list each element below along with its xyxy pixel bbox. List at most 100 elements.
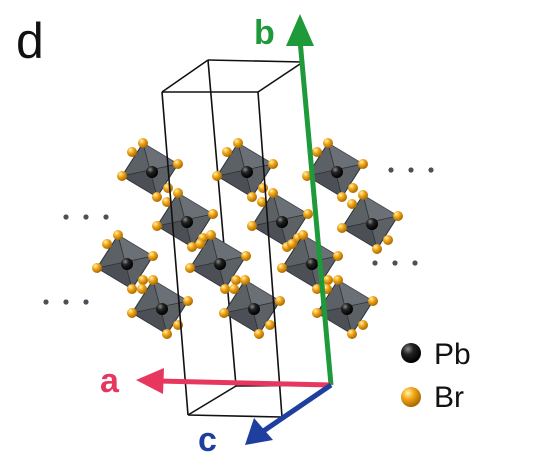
unit-cell-edge — [161, 91, 189, 416]
br-atom — [113, 230, 123, 240]
octahedron-face — [363, 195, 398, 222]
br-atom — [298, 230, 308, 240]
octahedron-face — [245, 280, 280, 307]
pb-atom — [156, 303, 168, 315]
octahedron — [92, 230, 158, 294]
br-atom — [241, 251, 251, 261]
br-atom — [233, 138, 243, 148]
octahedron-face — [224, 307, 259, 334]
pb-atom — [341, 303, 353, 315]
octahedron-face — [118, 235, 153, 262]
br-atom — [258, 183, 268, 193]
br-atom — [148, 251, 158, 261]
br-atom — [312, 284, 322, 294]
br-atom — [323, 275, 333, 285]
br-atom — [275, 296, 285, 306]
octahedron — [152, 188, 218, 252]
br-atom — [148, 275, 158, 285]
br-atom — [277, 263, 287, 273]
octahedron-face — [252, 220, 287, 247]
octahedron — [219, 275, 285, 339]
br-atom — [347, 329, 357, 339]
unit-cell-edge — [257, 91, 283, 418]
br-atom — [337, 192, 347, 202]
octahedron-face — [338, 280, 373, 307]
octahedron-face — [273, 193, 308, 220]
unit-cell-edge — [187, 414, 283, 418]
unit-cell-edge — [207, 59, 237, 387]
c-axis-label: c — [198, 421, 217, 459]
br-atom — [372, 244, 382, 254]
br-atom — [208, 209, 218, 219]
br-atom — [127, 284, 137, 294]
b-axis-arrow — [286, 14, 334, 386]
ellipsis-dot — [412, 260, 418, 266]
unit-cell-edge — [187, 385, 237, 416]
pb-atom — [121, 258, 133, 270]
a-axis-label: a — [100, 362, 120, 400]
ellipsis-dot — [63, 299, 69, 305]
br-atom — [254, 329, 264, 339]
ellipsis-dot — [388, 167, 394, 173]
br-atom — [163, 183, 173, 193]
br-atom — [247, 192, 257, 202]
pb-atom — [331, 166, 343, 178]
br-atom — [206, 230, 216, 240]
pb-atom — [214, 258, 226, 270]
br-atom — [185, 263, 195, 273]
octahedron-face — [178, 193, 213, 220]
br-atom — [303, 209, 313, 219]
br-atom — [229, 284, 239, 294]
pb-atom — [181, 216, 193, 228]
octahedron — [302, 138, 368, 202]
br-atom — [312, 308, 322, 318]
br-atom — [393, 211, 403, 221]
octahedron — [337, 190, 403, 254]
ellipsis-dot — [83, 299, 89, 305]
br-atom — [368, 296, 378, 306]
b-axis-label: b — [254, 14, 275, 52]
unit-cell-edge — [257, 61, 304, 93]
br-atom — [152, 221, 162, 231]
br-atom — [358, 159, 368, 169]
br-atom — [138, 138, 148, 148]
black-sphere-icon — [401, 343, 421, 363]
br-atom — [240, 275, 250, 285]
ellipsis-dot — [63, 214, 69, 220]
br-atom — [333, 275, 343, 285]
br-atom — [347, 199, 357, 209]
br-atom — [287, 239, 297, 249]
br-atom — [358, 190, 368, 200]
br-atom — [152, 192, 162, 202]
octahedron — [277, 230, 343, 294]
unit-cell-edge — [207, 59, 304, 63]
ellipsis-dot — [408, 167, 414, 173]
octahedron-face — [211, 235, 246, 262]
octahedron — [127, 275, 193, 339]
octahedron-face — [282, 262, 317, 289]
octahedron — [212, 138, 278, 202]
br-atom — [138, 275, 148, 285]
br-atom — [137, 284, 147, 294]
legend-br-label: Br — [434, 381, 464, 414]
br-atom — [219, 308, 229, 318]
br-atom — [183, 296, 193, 306]
br-atom — [212, 171, 222, 181]
octahedron-face — [97, 262, 132, 289]
br-atom — [220, 284, 230, 294]
octahedron-face — [328, 143, 363, 170]
ellipsis-dot — [428, 167, 434, 173]
octahedron-face — [190, 262, 225, 289]
br-atom — [92, 263, 102, 273]
br-atom — [162, 329, 172, 339]
br-atom — [187, 242, 197, 252]
pb-atom — [248, 303, 260, 315]
ellipsis-dot — [43, 299, 49, 305]
orange-sphere-icon — [401, 387, 421, 407]
octahedron-face — [238, 143, 273, 170]
ellipsis-dot — [103, 214, 109, 220]
octahedra-layer — [92, 138, 403, 339]
legend: Pb Br — [401, 338, 471, 414]
br-atom — [195, 239, 205, 249]
unit-cell-edge — [161, 59, 209, 93]
